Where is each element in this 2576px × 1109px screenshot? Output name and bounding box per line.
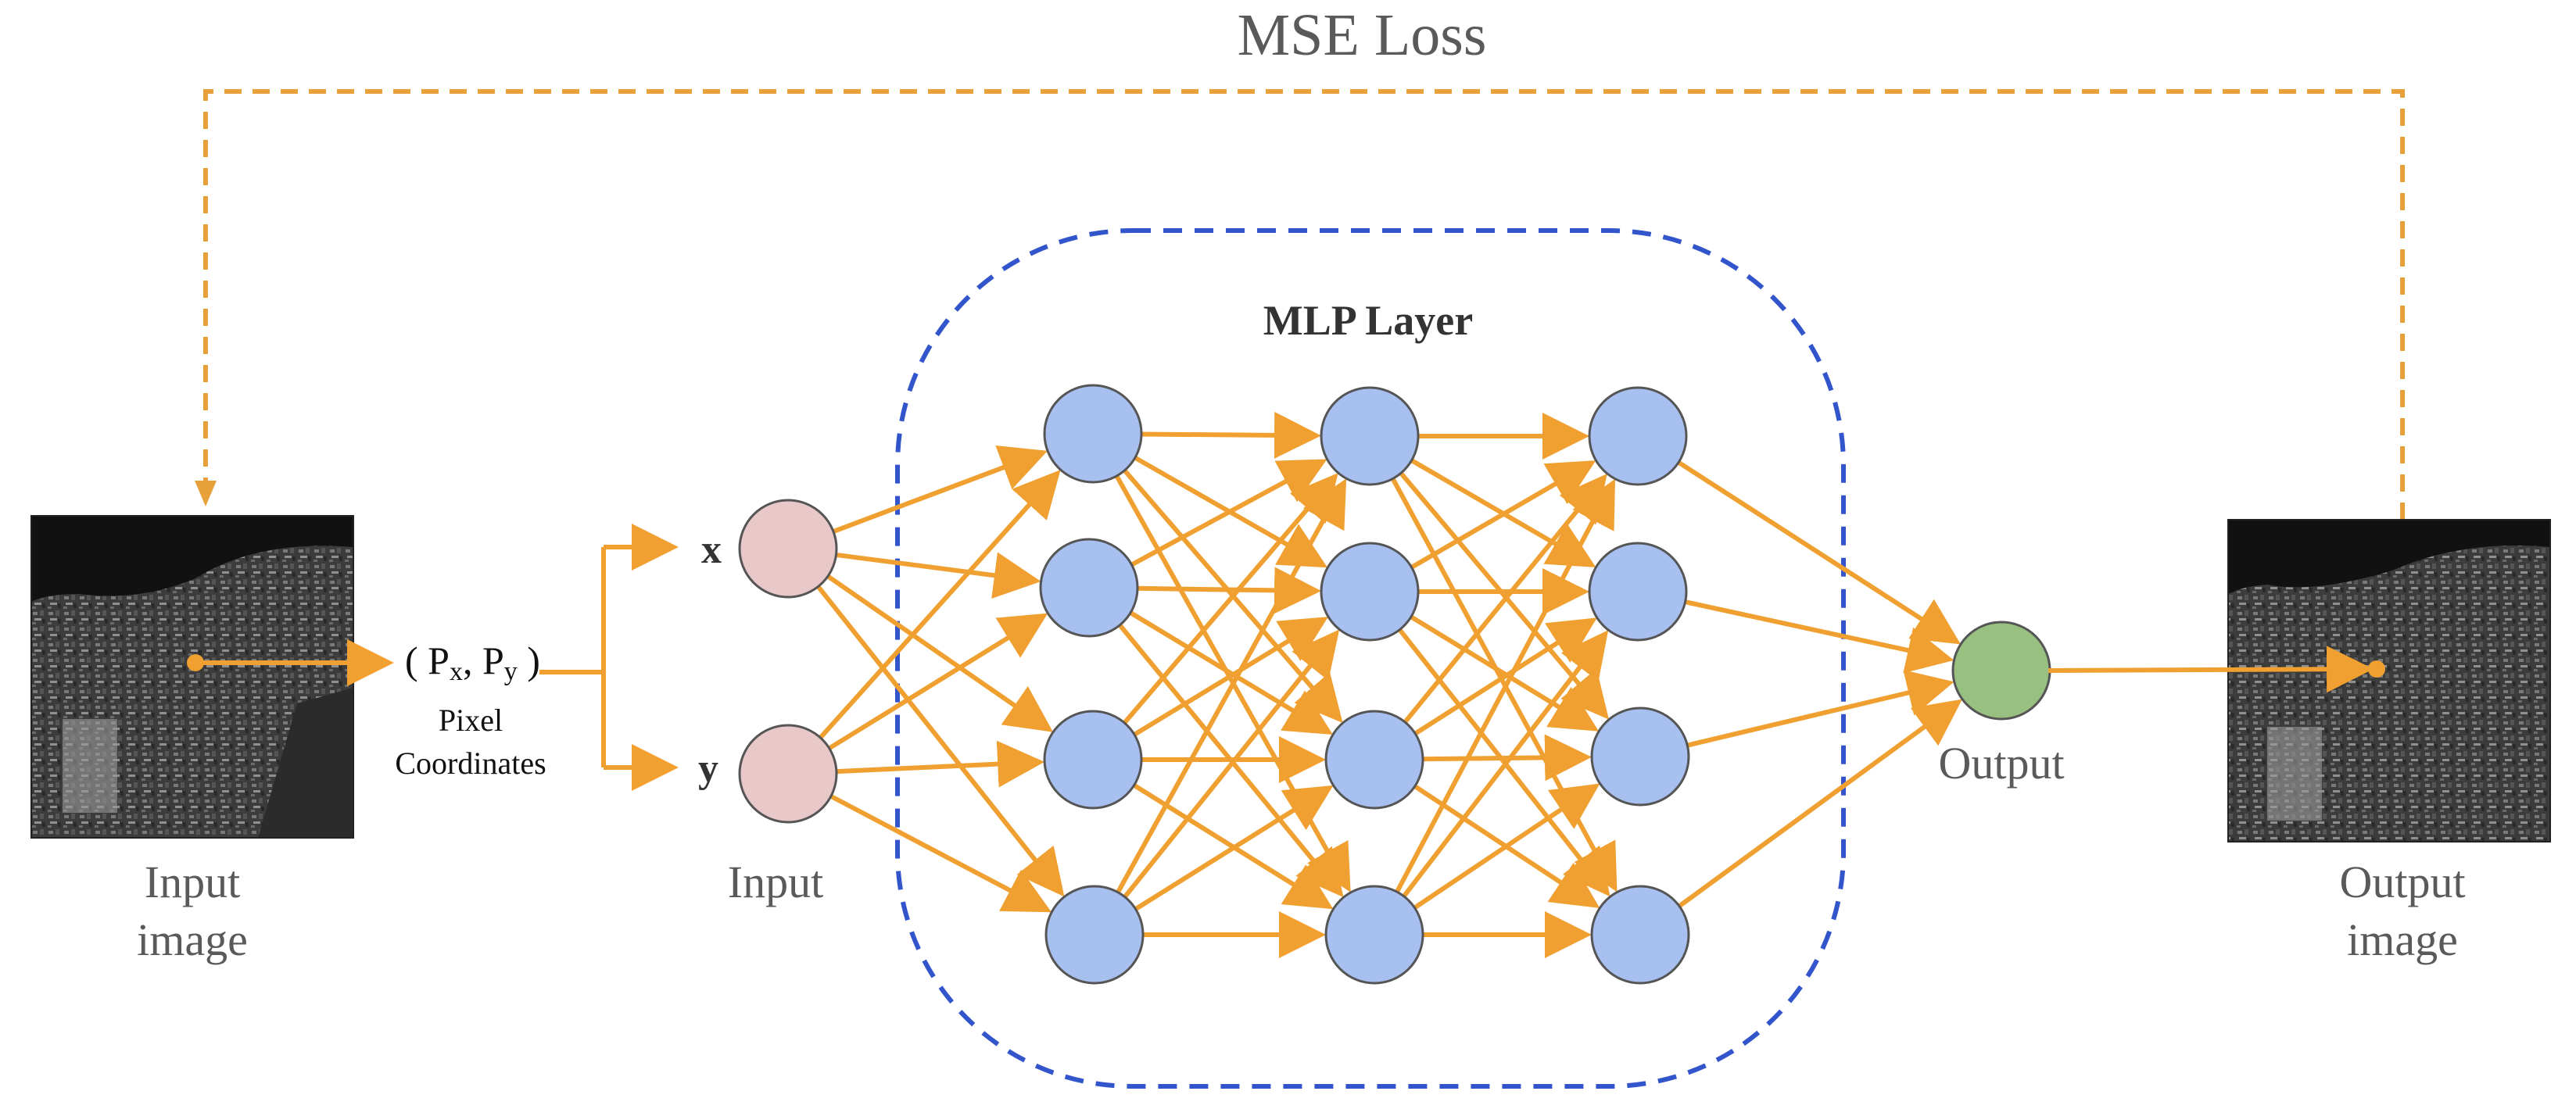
loss-arrowhead — [195, 481, 217, 506]
connection-hidden2-1-to-hidden3-2 — [1408, 614, 1600, 732]
coords-mid: , P — [463, 639, 504, 682]
connection-hidden1-1-to-hidden2-2 — [1127, 610, 1333, 735]
diagram-title: MSE Loss — [1238, 2, 1487, 68]
connection-hidden1-1-to-hidden2-1 — [1135, 567, 1321, 614]
hidden3-node-2 — [1590, 707, 1690, 807]
hidden1-node-0 — [1043, 384, 1143, 484]
hidden3-node-3 — [1590, 885, 1690, 985]
coords-split-bracket — [539, 547, 606, 767]
output-node-label: Output — [1938, 738, 2064, 789]
output-node-0 — [1951, 621, 2051, 721]
connection-hidden2-2-to-hidden3-0 — [1402, 474, 1607, 725]
connection-hidden2-2-to-hidden3-2 — [1421, 734, 1592, 782]
mlp-layer-box — [895, 228, 1846, 1089]
output-image — [2227, 519, 2551, 842]
connection-hidden2-3-to-hidden3-0 — [1394, 478, 1616, 895]
network-nodes — [738, 384, 2051, 985]
network-connections — [815, 411, 1962, 958]
connection-input-1-to-hidden1-3 — [828, 793, 1052, 913]
input-node-1 — [738, 724, 838, 824]
mlp-layer-label: MLP Layer — [1263, 297, 1473, 344]
pixel-coordinates-tuple: ( Px, Py ) — [405, 639, 540, 686]
output-pixel-dot — [2368, 660, 2385, 678]
connection-input-1-to-hidden1-0 — [817, 470, 1061, 741]
input-node-0 — [738, 499, 838, 599]
connection-input-0-to-hidden1-1 — [834, 552, 1041, 599]
connection-hidden2-3-to-hidden3-2 — [1412, 783, 1600, 911]
connection-hidden3-0-to-output-0 — [1675, 459, 1961, 645]
connection-hidden1-2-to-hidden2-0 — [1121, 473, 1338, 726]
output-image-label-line1: Output — [2339, 857, 2465, 907]
pixel-coordinates-label-line2: Coordinates — [395, 746, 546, 781]
hidden3-node-0 — [1588, 386, 1688, 486]
input-image — [30, 515, 354, 839]
connection-hidden3-3-to-output-0 — [1676, 699, 1962, 910]
connection-input-1-to-hidden1-2 — [834, 740, 1045, 788]
connection-hidden1-0-to-hidden2-0 — [1139, 411, 1321, 459]
connection-hidden1-3-to-hidden2-0 — [1115, 478, 1347, 895]
connection-input-0-to-hidden1-2 — [825, 573, 1054, 732]
input-image-label-line1: Input — [145, 857, 240, 907]
input-node-y-label: y — [698, 746, 718, 791]
connection-hidden3-1-to-output-0 — [1682, 599, 1954, 674]
hidden2-node-2 — [1324, 710, 1424, 810]
hidden3-node-1 — [1588, 542, 1688, 642]
coords-y-sub: y — [504, 657, 518, 686]
connection-hidden2-0-to-hidden3-1 — [1409, 457, 1596, 567]
output-image-label-line2: image — [2347, 914, 2458, 965]
connection-input-1-to-hidden1-1 — [826, 613, 1048, 752]
hidden1-node-3 — [1044, 885, 1145, 985]
input-layer-label: Input — [728, 857, 823, 907]
connection-hidden1-3-to-hidden2-2 — [1133, 785, 1334, 912]
connection-hidden2-3-to-hidden3-1 — [1401, 630, 1609, 900]
coords-open: ( P — [405, 639, 450, 682]
hidden1-node-1 — [1039, 538, 1139, 638]
connection-hidden3-2-to-output-0 — [1685, 670, 1954, 749]
hidden2-node-3 — [1324, 885, 1424, 985]
connection-input-0-to-hidden1-0 — [831, 445, 1048, 535]
hidden2-node-0 — [1320, 386, 1420, 486]
connection-hidden1-3-to-hidden2-1 — [1122, 629, 1340, 900]
loss-feedback-path — [203, 89, 2405, 520]
coords-x-sub: x — [450, 657, 463, 686]
input-image-label-line2: image — [137, 914, 248, 965]
pixel-coordinates-label-line1: Pixel — [439, 703, 503, 738]
hidden2-node-1 — [1320, 542, 1420, 642]
connection-input-0-to-hidden1-3 — [815, 584, 1065, 897]
output-to-image-arrow — [2048, 646, 2374, 693]
coords-close: ) — [518, 639, 540, 682]
hidden1-node-2 — [1043, 710, 1143, 810]
connection-hidden2-1-to-hidden3-3 — [1396, 627, 1610, 897]
input-node-x-label: x — [701, 528, 722, 572]
